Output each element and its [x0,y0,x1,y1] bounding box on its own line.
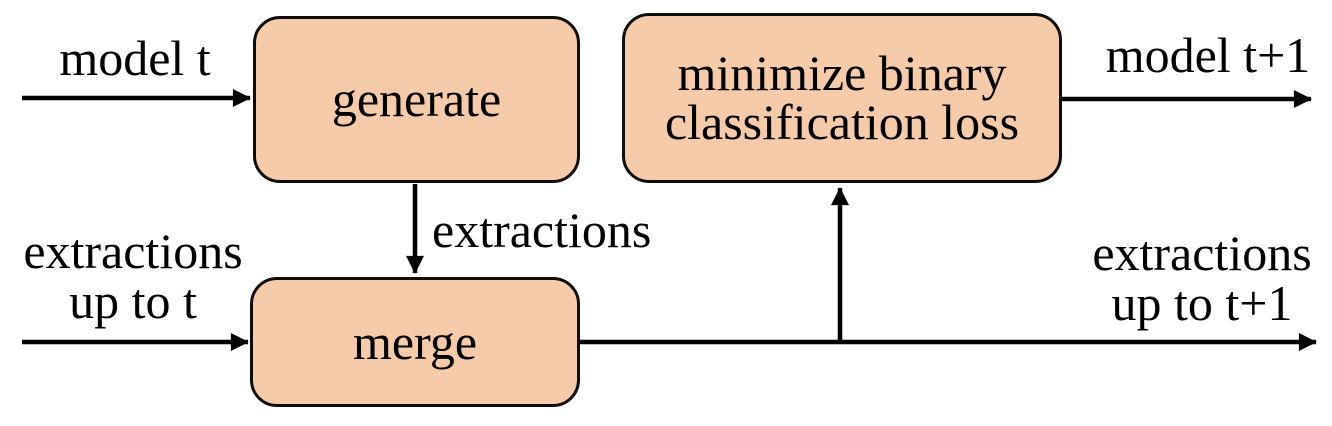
node-minimize-loss-label: minimize binary classification loss [664,45,1020,150]
label-extractions-up-to-t-plus-1: extractions up to t+1 [1077,228,1327,328]
label-extractions-up-to-t-line1: extractions [23,223,243,279]
label-model-t: model t [59,30,211,86]
label-extractions-up-to-t-plus-1-line2: up to t+1 [1111,275,1293,331]
node-merge-label: merge [352,313,478,370]
node-minimize-loss: minimize binary classification loss [622,13,1062,183]
node-generate: generate [253,16,580,183]
node-merge: merge [250,277,580,407]
label-extractions-up-to-t-line2: up to t [69,273,197,329]
node-generate-label: generate [331,71,502,127]
label-extractions-up-to-t: extractions up to t [8,226,258,326]
label-extractions: extractions [432,202,652,258]
label-extractions-up-to-t-plus-1-line1: extractions [1092,225,1312,281]
label-model-t-plus-1: model t+1 [1105,27,1311,83]
